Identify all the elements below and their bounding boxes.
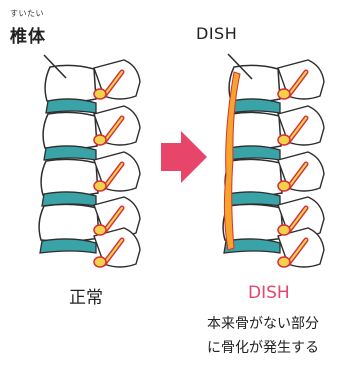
intervertebral-disc xyxy=(46,99,96,113)
vertebral-body xyxy=(45,65,96,102)
vertebral-body xyxy=(41,159,98,196)
articular-cap xyxy=(94,257,106,267)
articular-cap xyxy=(94,89,106,99)
vertebral-body xyxy=(43,112,97,149)
dish-description-line-2: に骨化が発生する xyxy=(207,336,353,360)
articular-cap xyxy=(278,181,290,191)
articular-cap xyxy=(94,135,106,145)
intervertebral-disc xyxy=(226,192,280,206)
vertebral-body xyxy=(227,112,281,149)
dish-spine-illustration xyxy=(223,60,324,267)
intervertebral-disc xyxy=(42,192,96,206)
articular-cap xyxy=(278,135,290,145)
articular-cap xyxy=(278,225,290,235)
vertebral-body xyxy=(225,159,282,196)
dish-description: 本来骨がない部分 に骨化が発生する xyxy=(207,312,353,360)
normal-caption: 正常 xyxy=(69,283,103,308)
articular-cap xyxy=(278,89,290,99)
vertebral-body-ruby: すいたい xyxy=(10,8,44,19)
dish-label: DISH xyxy=(196,24,237,43)
dish-description-line-1: 本来骨がない部分 xyxy=(207,312,353,336)
intervertebral-disc xyxy=(40,239,96,253)
intervertebral-disc xyxy=(230,99,280,113)
articular-cap xyxy=(94,225,106,235)
right-arrow-icon xyxy=(161,131,207,183)
articular-cap xyxy=(94,181,106,191)
normal-spine-illustration xyxy=(39,60,140,267)
vertebral-body xyxy=(39,204,99,241)
vertebral-body-label: 椎体 xyxy=(10,22,46,47)
dish-caption: DISH xyxy=(248,283,290,303)
intervertebral-disc xyxy=(228,146,280,160)
articular-cap xyxy=(278,257,290,267)
intervertebral-disc xyxy=(44,146,96,160)
